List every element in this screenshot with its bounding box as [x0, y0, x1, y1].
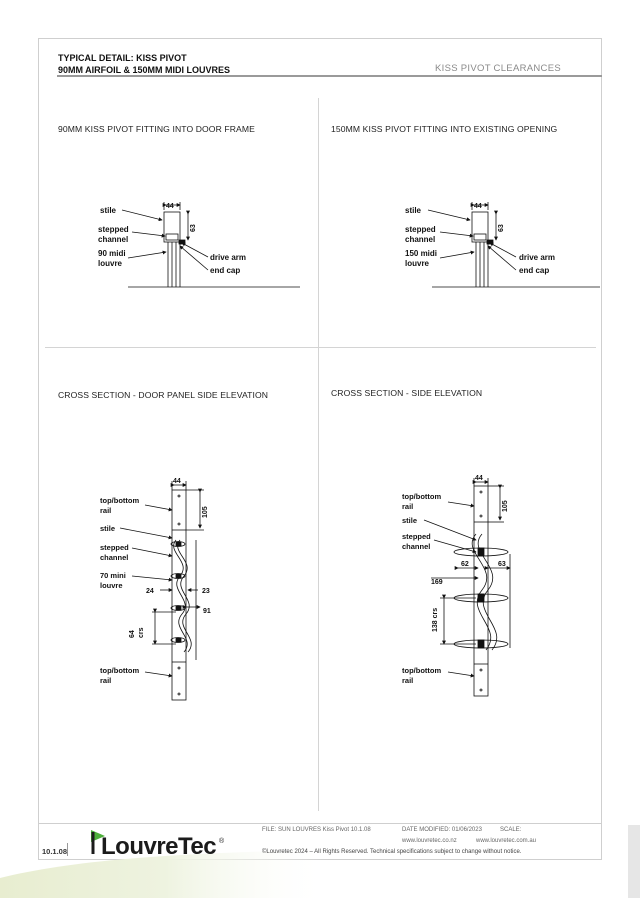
- detail-90mm-labels: 44 63 stile stepped channel 90 midi louv…: [98, 203, 246, 275]
- elevation-side-labels: 44 105 top/bottom rail stile stepped cha…: [402, 475, 509, 685]
- bl-label-louvre: louvre: [100, 581, 123, 590]
- footer-scale: SCALE:: [500, 827, 522, 833]
- elevation-door-panel-labels: 44 105 top/bottom rail stile stepped cha…: [100, 478, 211, 685]
- br-dim-62: 62: [461, 561, 469, 568]
- bl-dim-24: 24: [146, 588, 154, 595]
- title-line-1: TYPICAL DETAIL: KISS PIVOT: [58, 53, 187, 63]
- bl-label-top-rail: top/bottom: [100, 496, 139, 505]
- bl-dim-crs: crs: [138, 627, 145, 638]
- vertical-divider: [318, 98, 319, 811]
- elevation-door-panel: [119, 481, 204, 701]
- br-dim-63: 63: [498, 561, 506, 568]
- bl-label-rail: rail: [100, 506, 111, 515]
- tl-dim-top: 44: [166, 203, 174, 210]
- br-label-channel: channel: [402, 542, 430, 551]
- footer-file: FILE: SUN LOUVRES Kiss Pivot 10.1.08: [262, 827, 371, 833]
- footer-rule: [38, 823, 602, 824]
- detail-90mm-pivot: [121, 202, 300, 288]
- bl-dim-91: 91: [203, 608, 211, 615]
- bl-label-stepped: stepped: [100, 543, 129, 552]
- section-title: KISS PIVOT CLEARANCES: [435, 63, 561, 74]
- tl-label-channel: channel: [98, 235, 128, 244]
- footer-web-au[interactable]: www.louvretec.com.au: [476, 838, 537, 844]
- tr-label-drive-arm: drive arm: [519, 253, 555, 262]
- tr-label-louvre-size: 150 midi: [405, 249, 437, 258]
- bl-label-bottom-rail: top/bottom: [100, 666, 139, 675]
- br-label-bottom-rail: top/bottom: [402, 666, 441, 675]
- tl-label-end-cap: end cap: [210, 266, 240, 275]
- br-label-top-rail: top/bottom: [402, 492, 441, 501]
- brand-registered: ®: [219, 838, 225, 845]
- tl-label-louvre-size: 90 midi: [98, 249, 126, 258]
- horizontal-divider: [45, 347, 596, 348]
- caption-bottom-right: CROSS SECTION - SIDE ELEVATION: [331, 388, 483, 398]
- header-rule: [57, 75, 602, 77]
- tl-label-stepped: stepped: [98, 225, 129, 234]
- detail-150mm-labels: 44 63 stile stepped channel 150 midi lou…: [405, 203, 555, 275]
- tr-label-stepped: stepped: [405, 225, 436, 234]
- bl-label-channel: channel: [100, 553, 128, 562]
- page-code-divider: [67, 843, 68, 856]
- tr-label-louvre: louvre: [405, 259, 430, 268]
- bl-dim-105: 105: [202, 506, 209, 518]
- br-dim-169: 169: [431, 579, 443, 586]
- footer-date-modified: DATE MODIFIED: 01/06/2023: [402, 827, 482, 833]
- br-dim-138: 138 crs: [432, 608, 439, 632]
- tl-label-drive-arm: drive arm: [210, 253, 246, 262]
- bl-label-mini-louvre: 70 mini: [100, 571, 126, 580]
- tr-label-channel: channel: [405, 235, 435, 244]
- side-tab: [628, 825, 640, 898]
- tr-label-stile: stile: [405, 206, 422, 215]
- page-code: 10.1.08: [42, 847, 68, 856]
- bl-dim-64: 64: [129, 630, 136, 638]
- br-label-rail-2: rail: [402, 676, 413, 685]
- tl-label-louvre: louvre: [98, 259, 123, 268]
- caption-top-right: 150MM KISS PIVOT FITTING INTO EXISTING O…: [331, 124, 558, 134]
- footer-copyright: ©Louvretec 2024 – All Rights Reserved. T…: [262, 849, 522, 855]
- caption-top-left: 90MM KISS PIVOT FITTING INTO DOOR FRAME: [58, 124, 255, 134]
- brand-logo: LouvreTec: [101, 833, 217, 860]
- tr-dim-top: 44: [474, 203, 482, 210]
- footer-web-nz[interactable]: www.louvretec.co.nz: [402, 838, 457, 844]
- tl-dim-side: 63: [190, 224, 197, 232]
- bl-label-rail-2: rail: [100, 676, 111, 685]
- br-dim-105: 105: [502, 500, 509, 512]
- tr-dim-side: 63: [498, 224, 505, 232]
- brand-swoosh: [0, 850, 330, 898]
- br-label-stile: stile: [402, 516, 417, 525]
- louvretec-logo-mark: [91, 830, 105, 854]
- detail-150mm-pivot: [427, 202, 600, 288]
- drawing-title: TYPICAL DETAIL: KISS PIVOT 90MM AIRFOIL …: [58, 52, 230, 76]
- br-label-stepped: stepped: [402, 532, 431, 541]
- elevation-side: [423, 478, 511, 697]
- tl-label-stile: stile: [100, 206, 117, 215]
- br-label-rail: rail: [402, 502, 413, 511]
- bl-dim-23: 23: [202, 588, 210, 595]
- caption-bottom-left: CROSS SECTION - DOOR PANEL SIDE ELEVATIO…: [58, 390, 269, 400]
- tr-label-end-cap: end cap: [519, 266, 549, 275]
- br-dim-top: 44: [475, 475, 483, 482]
- bl-label-stile: stile: [100, 524, 115, 533]
- title-line-2: 90MM AIRFOIL & 150MM MIDI LOUVRES: [58, 65, 231, 75]
- bl-dim-top: 44: [173, 478, 181, 485]
